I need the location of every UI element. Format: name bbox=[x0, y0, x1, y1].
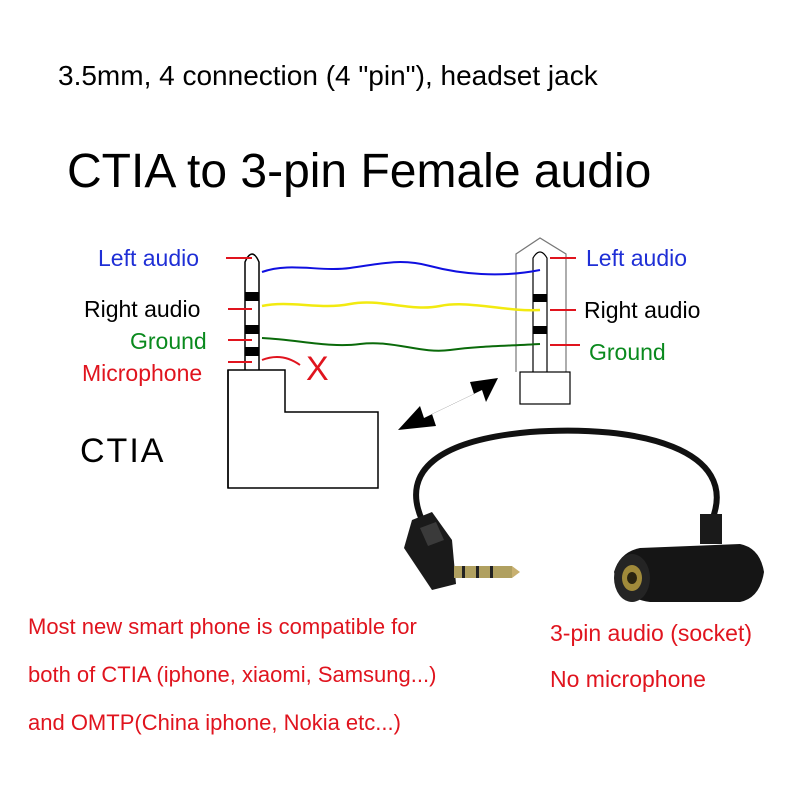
ctia-plug-drawing bbox=[227, 253, 379, 489]
compat-note-line-1: Most new smart phone is compatible for bbox=[28, 614, 417, 639]
page-title: CTIA to 3-pin Female audio bbox=[67, 145, 652, 198]
compat-note-line-2: both of CTIA (iphone, xiaomi, Samsung...… bbox=[28, 662, 437, 687]
socket-note-line-2: No microphone bbox=[550, 666, 706, 692]
subtitle: 3.5mm, 4 connection (4 "pin"), headset j… bbox=[58, 60, 598, 91]
double-arrow-icon bbox=[398, 378, 498, 430]
no-connect-mark: X bbox=[306, 350, 329, 388]
socket-rings bbox=[533, 294, 547, 334]
socket-note-line-1: 3-pin audio (socket) bbox=[550, 620, 752, 646]
ctia-label-ground: Ground bbox=[130, 328, 207, 354]
wire-ground bbox=[261, 337, 541, 352]
socket-label-leaders bbox=[550, 257, 580, 346]
socket-label-right-audio: Right audio bbox=[584, 297, 701, 323]
compat-note-line-3: and OMTP(China iphone, Nokia etc...) bbox=[28, 710, 401, 735]
socket-drawing bbox=[515, 237, 571, 405]
wire-left-audio bbox=[261, 261, 541, 276]
wire-right-audio bbox=[261, 301, 541, 312]
ctia-label-leaders bbox=[226, 257, 301, 366]
adapter-cable-illustration bbox=[404, 427, 764, 602]
ctia-label-right-audio: Right audio bbox=[84, 296, 201, 322]
ctia-label-left-audio: Left audio bbox=[98, 245, 200, 271]
socket-label-ground: Ground bbox=[589, 339, 666, 365]
socket-label-left-audio: Left audio bbox=[586, 245, 688, 271]
ctia-label-microphone: Microphone bbox=[82, 360, 203, 386]
ctia-plug-rings bbox=[245, 292, 259, 356]
ctia-plug-name: CTIA bbox=[80, 432, 166, 470]
